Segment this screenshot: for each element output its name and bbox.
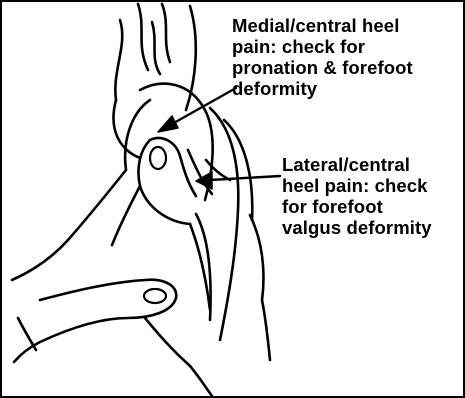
lateral-label-line: for forefoot bbox=[282, 196, 432, 217]
medial-label-line: Medial/central heel bbox=[232, 15, 413, 36]
lateral-label-line: Lateral/central bbox=[282, 154, 432, 175]
lateral-heel-pain-label: Lateral/central heel pain: check for for… bbox=[282, 154, 432, 238]
leg-outline bbox=[113, 4, 195, 158]
medial-label-line: pronation & forefoot bbox=[232, 57, 413, 78]
thumb bbox=[138, 138, 230, 224]
lateral-label-line: valgus deformity bbox=[282, 217, 432, 238]
medial-label-line: pain: check for bbox=[232, 36, 413, 57]
lateral-label-line: heel pain: check bbox=[282, 175, 432, 196]
medial-label-line: deformity bbox=[232, 78, 413, 99]
medial-heel-pain-label: Medial/central heel pain: check for pron… bbox=[232, 15, 413, 99]
hand bbox=[12, 170, 212, 396]
